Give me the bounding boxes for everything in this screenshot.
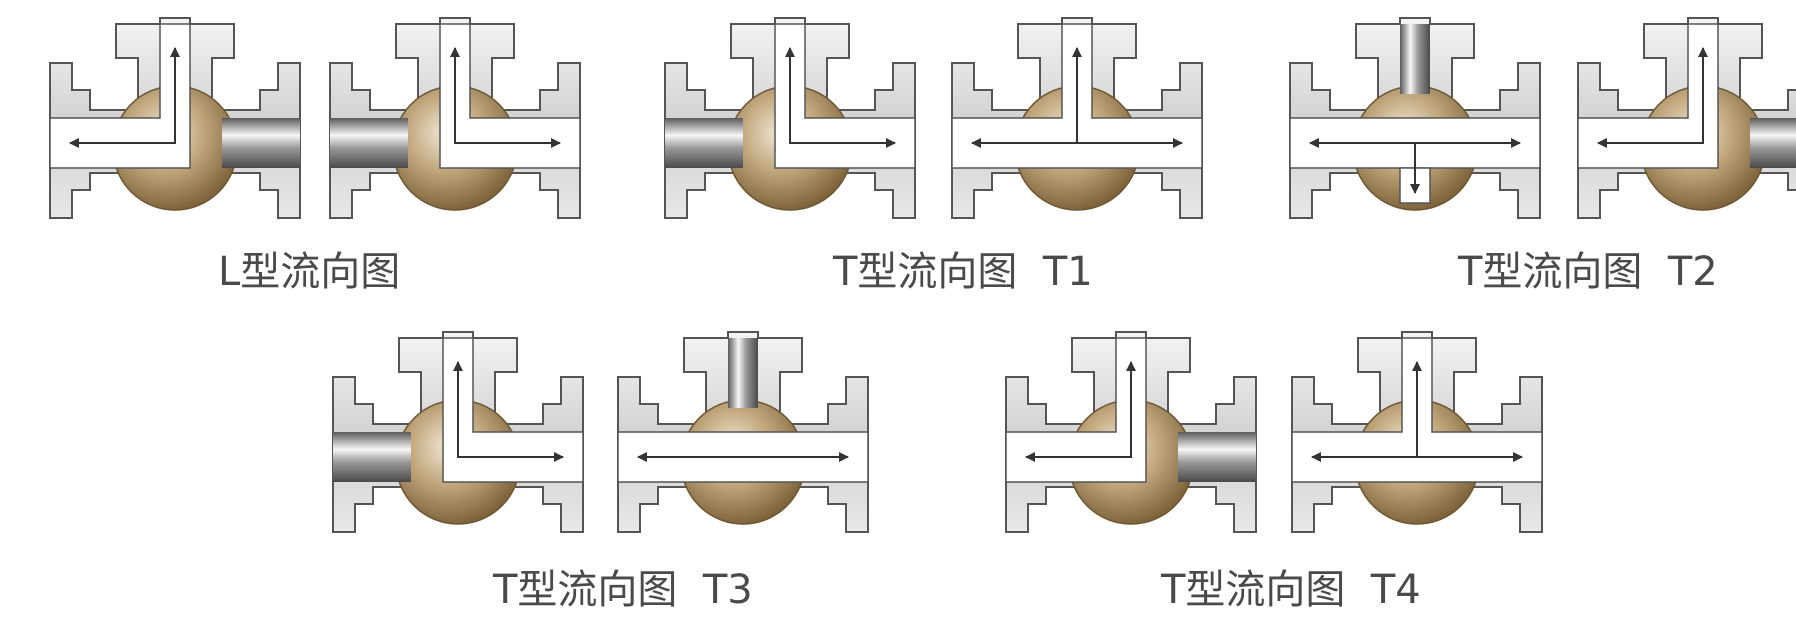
valve-l-1: [49, 17, 301, 219]
caption-t4-type: T型流向图 T4: [1161, 567, 1421, 613]
caption-t3-type: T型流向图 T3: [493, 567, 753, 613]
valve-t2-2: [1577, 17, 1796, 219]
flow-arrow-elbow: [69, 47, 180, 148]
valve-t2-1: [1289, 17, 1541, 219]
valve-t1-2: [951, 17, 1203, 219]
blocked-port: [665, 118, 743, 168]
blocked-port: [1750, 118, 1796, 168]
flow-arrow-elbow: [785, 47, 896, 148]
caption-t1-type: T型流向图 T1: [833, 249, 1093, 295]
valve-t3-2: [617, 331, 869, 533]
blocked-port: [1178, 432, 1256, 482]
flow-arrow-elbow: [1025, 361, 1136, 462]
valve-t3-1: [332, 331, 584, 533]
blocked-port: [1400, 24, 1430, 94]
caption-t2-type: T型流向图 T2: [1458, 249, 1718, 295]
flow-arrow-elbow: [450, 47, 561, 148]
flow-arrow-elbow: [1597, 47, 1708, 148]
blocked-port: [222, 118, 300, 168]
valve-l-2: [329, 17, 581, 219]
valve-t4-1: [1005, 331, 1257, 533]
valve-t1-1: [664, 17, 916, 219]
caption-l-type: L型流向图: [218, 249, 401, 295]
blocked-port: [333, 432, 411, 482]
blocked-port: [330, 118, 408, 168]
flow-arrow-elbow: [453, 361, 564, 462]
blocked-port: [728, 338, 758, 408]
valve-t4-2: [1291, 331, 1543, 533]
